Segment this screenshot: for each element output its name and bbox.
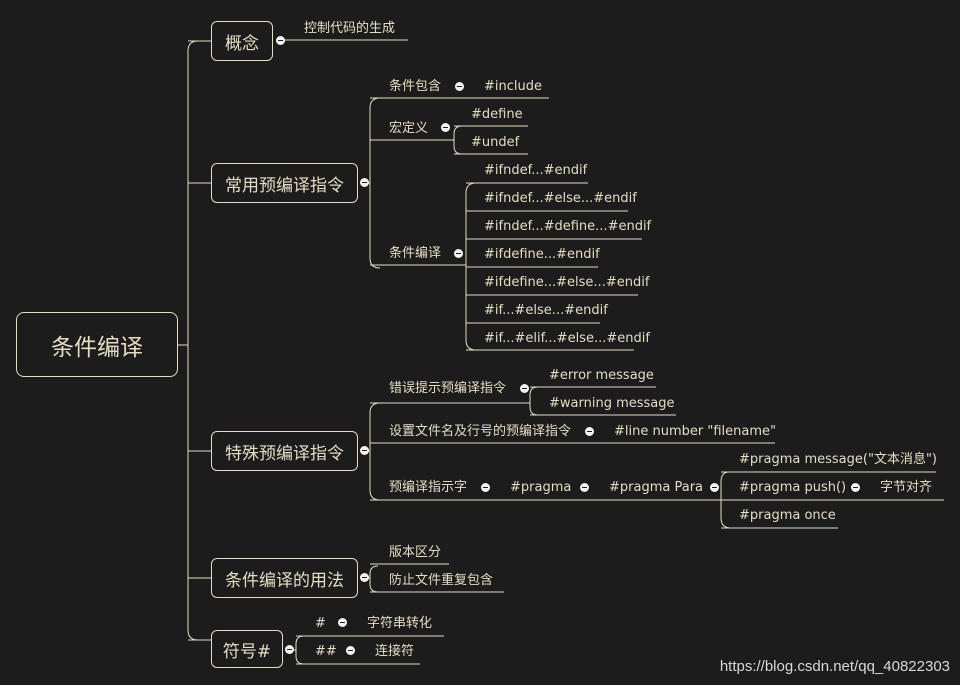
special-error-label: 错误提示预编译指令 [389,381,507,396]
node-symbol-label: 符号# [222,641,272,662]
cond-value-1: #ifndef...#else...#endif [484,191,637,206]
collapse-pragma-l1-icon[interactable] [580,483,589,492]
node-common-directives[interactable]: 常用预编译指令 [211,163,358,203]
collapse-symbol-item-1-icon[interactable] [346,646,355,655]
node-common-label: 常用预编译指令 [225,175,344,196]
collapse-symbol-icon[interactable] [285,645,294,654]
pragma-l2: #pragma Para [609,480,704,495]
usage-child-1: 防止文件重复包含 [389,573,494,588]
collapse-line-icon[interactable] [585,427,594,436]
collapse-symbol-item-0-icon[interactable] [338,618,347,627]
common-macro-value-0: #define [471,107,523,122]
cond-value-0: #ifndef...#endif [484,163,588,178]
cond-value-6: #if...#elif...#else...#endif [484,331,650,346]
collapse-pragma-push-icon[interactable] [851,483,860,492]
cond-value-3: #ifdefine...#endif [484,247,600,262]
special-error-value-0: #error message [549,368,654,383]
concept-child-0: 控制代码的生成 [304,21,396,36]
collapse-error-icon[interactable] [520,384,529,393]
node-special-directives[interactable]: 特殊预编译指令 [211,431,358,471]
collapse-usage-icon[interactable] [360,573,369,582]
collapse-special-icon[interactable] [360,446,369,455]
usage-child-0: 版本区分 [389,545,442,560]
collapse-concept-icon[interactable] [276,36,285,45]
special-pragma-label: 预编译指示字 [389,480,468,495]
collapse-pragma-icon[interactable] [481,483,490,492]
pragma-item-1: #pragma push() [739,480,847,495]
cond-value-4: #ifdefine...#else...#endif [484,275,650,290]
cond-value-2: #ifndef...#define...#endif [484,219,652,234]
common-cond-label: 条件编译 [389,246,442,261]
pragma-push-child: 字节对齐 [880,480,933,495]
collapse-pragma-l2-icon[interactable] [710,483,719,492]
pragma-l1: #pragma [510,480,572,495]
watermark-url: https://blog.csdn.net/qq_40822303 [719,658,950,675]
collapse-common-icon[interactable] [360,178,369,187]
node-concept[interactable]: 概念 [211,21,273,61]
root-node[interactable]: 条件编译 [16,312,178,377]
pragma-item-0: #pragma message("文本消息") [739,452,937,467]
symbol-item-0-child: 字符串转化 [367,616,433,631]
symbol-item-1-child: 连接符 [375,644,415,659]
symbol-item-0: # [315,616,326,631]
root-label: 条件编译 [51,334,143,361]
node-symbol[interactable]: 符号# [211,630,283,668]
cond-value-5: #if...#else...#endif [484,303,608,318]
collapse-macro-icon[interactable] [441,123,450,132]
symbol-item-1: ## [315,644,337,659]
pragma-item-2: #pragma once [739,508,836,523]
collapse-cond-icon[interactable] [454,249,463,258]
collapse-include-icon[interactable] [455,82,464,91]
common-include-label: 条件包含 [389,79,442,94]
node-concept-label: 概念 [225,33,259,54]
node-special-label: 特殊预编译指令 [225,443,344,464]
common-macro-label: 宏定义 [389,121,429,136]
special-line-label: 设置文件名及行号的预编译指令 [389,424,572,439]
special-line-value: #line number "filename" [614,424,776,439]
node-usage[interactable]: 条件编译的用法 [211,558,358,598]
special-error-value-1: #warning message [549,396,675,411]
node-usage-label: 条件编译的用法 [225,570,344,591]
common-macro-value-1: #undef [471,135,520,150]
common-include-value: #include [484,79,542,94]
